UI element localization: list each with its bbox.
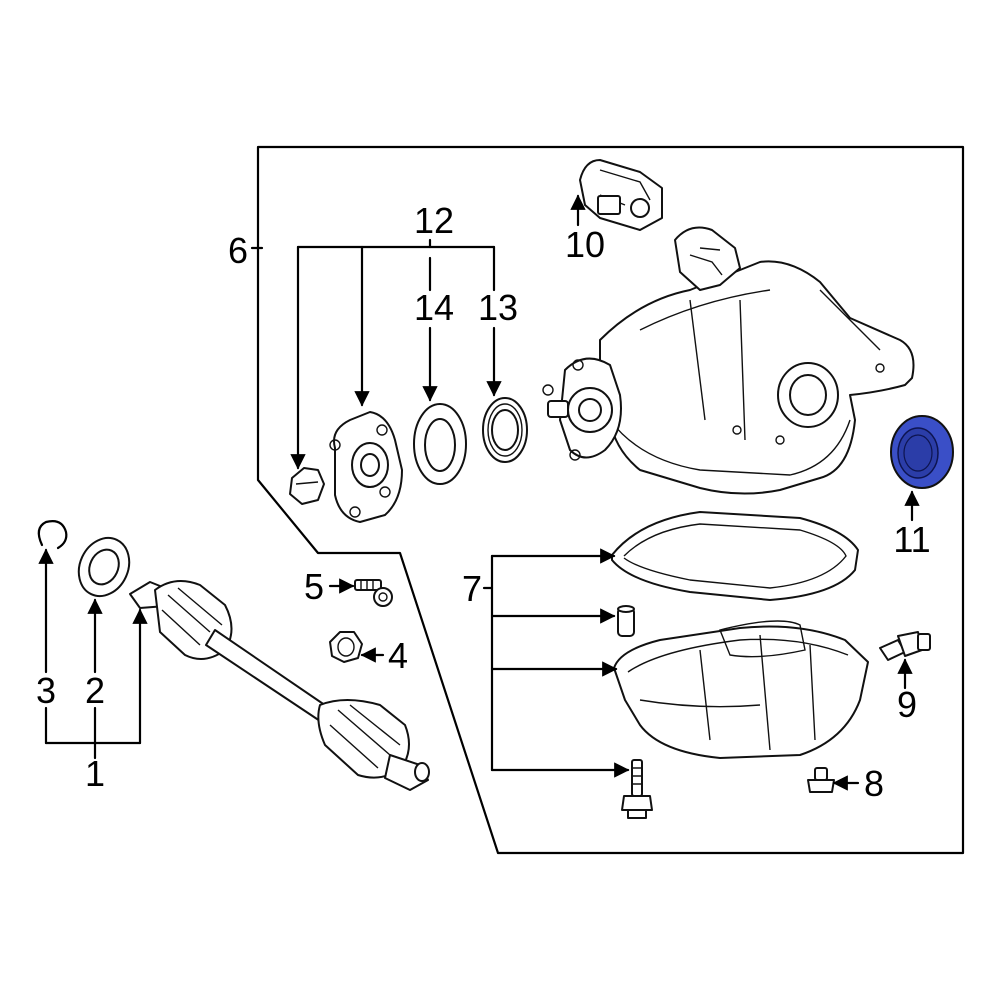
part-1-axle-shaft[interactable] <box>129 580 430 791</box>
callout-5: 5 <box>304 566 324 607</box>
part-4-nut[interactable] <box>329 631 363 663</box>
part-7-bolt[interactable] <box>621 759 653 819</box>
assembly-group-outline <box>256 145 965 855</box>
callout-13: 13 <box>478 287 518 328</box>
part-7-gasket[interactable] <box>611 511 859 601</box>
part-5-bolt[interactable] <box>354 579 393 607</box>
part-7-dowel[interactable] <box>617 605 635 637</box>
part-8-plug[interactable] <box>807 767 835 793</box>
part-2-seal[interactable] <box>70 530 139 605</box>
callout-2: 2 <box>85 670 105 711</box>
callout-8: 8 <box>864 763 884 804</box>
differential-housing[interactable] <box>542 226 915 495</box>
part-10-module[interactable] <box>579 159 663 231</box>
part-12-flange[interactable] <box>329 411 403 523</box>
callout-14: 14 <box>414 287 454 328</box>
part-12-nut[interactable] <box>289 467 325 505</box>
part-9-sensor[interactable] <box>879 631 931 661</box>
part-3-circlip[interactable] <box>37 520 68 550</box>
callout-6: 6 <box>228 230 248 271</box>
callout-10: 10 <box>565 224 605 265</box>
callout-9: 9 <box>897 684 917 725</box>
callout-1: 1 <box>85 753 105 794</box>
part-7-oil-pan[interactable] <box>613 620 869 759</box>
callout-11: 11 <box>893 519 930 560</box>
callout-12: 12 <box>414 200 454 241</box>
part-13-seal[interactable] <box>482 397 528 463</box>
part-14-seal[interactable] <box>413 403 467 485</box>
callout-4: 4 <box>388 635 408 676</box>
callout-7: 7 <box>462 568 482 609</box>
callout-3: 3 <box>36 670 56 711</box>
part-11-seal[interactable] <box>890 415 954 489</box>
